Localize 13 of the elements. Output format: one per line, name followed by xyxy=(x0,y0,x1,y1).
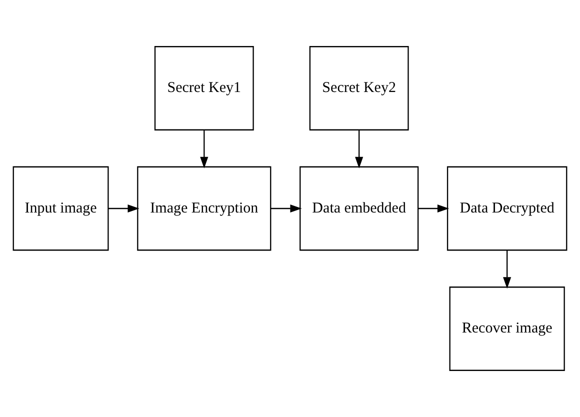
arrow xyxy=(200,130,208,168)
arrow xyxy=(270,204,302,213)
arrow xyxy=(108,204,140,213)
node-box: Secret Key1 xyxy=(154,46,254,130)
node-box: Recover image xyxy=(449,286,565,371)
node-box: Data Decrypted xyxy=(446,166,568,251)
node-box: Data embedded xyxy=(300,166,419,251)
node-box: Image Encryption xyxy=(137,166,272,251)
node-box: Secret Key2 xyxy=(309,46,409,130)
arrow xyxy=(503,250,512,289)
node-box: Input image xyxy=(12,166,109,251)
arrow xyxy=(418,204,450,213)
arrow xyxy=(355,130,364,168)
